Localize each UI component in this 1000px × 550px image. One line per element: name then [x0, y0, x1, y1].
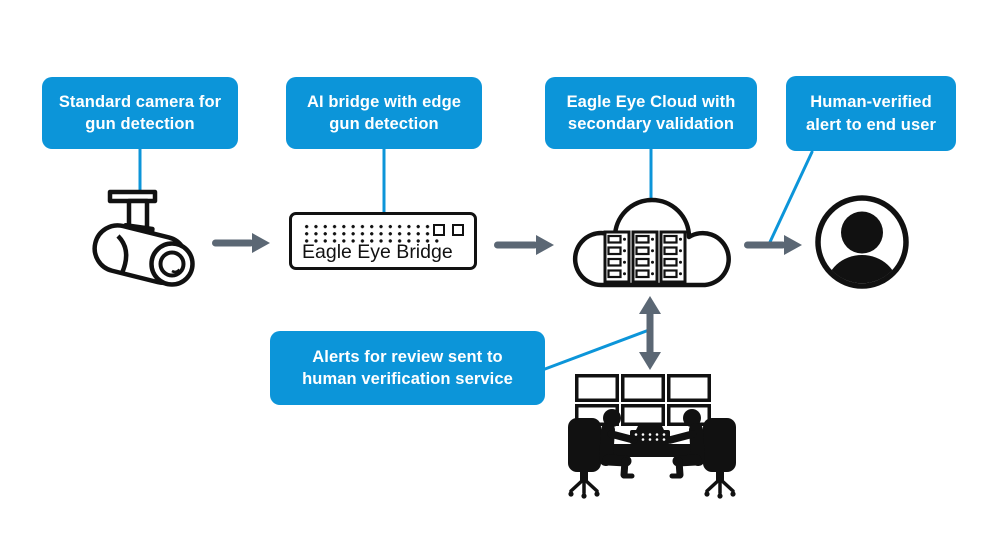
bridge-vent-dots	[302, 223, 442, 244]
bridge-port-icon	[433, 224, 445, 236]
cloud-servers-icon	[572, 197, 731, 288]
monitoring-team-icon	[568, 374, 736, 499]
bridge-device-label: Eagle Eye Bridge	[302, 241, 453, 263]
label-alerts-for-review: Alerts for review sent to human verifica…	[270, 331, 545, 405]
arrow-camera-to-bridge-icon	[212, 233, 270, 253]
bridge-port-icon	[452, 224, 464, 236]
bridge-device-icon: Eagle Eye Bridge	[289, 212, 477, 270]
label-ai-bridge: AI bridge with edge gun detection	[286, 77, 482, 149]
user-silhouette	[826, 211, 898, 284]
label-eagle-eye-cloud: Eagle Eye Cloud with secondary validatio…	[545, 77, 757, 149]
server-racks	[603, 230, 687, 284]
arrow-cloud-to-user-icon	[744, 235, 802, 255]
label-human-verified-alert: Human-verified alert to end user	[786, 76, 956, 151]
security-camera-icon	[92, 189, 195, 287]
label-standard-camera: Standard camera for gun detection	[42, 77, 238, 149]
operator-left	[568, 409, 638, 499]
connector-user-line	[768, 150, 814, 244]
flow-arrows	[212, 233, 802, 370]
connector-review-line	[543, 328, 651, 371]
monitor-wall	[575, 374, 711, 426]
arrow-bridge-to-cloud-icon	[494, 235, 554, 255]
label-connector-lines	[138, 147, 814, 371]
operator-right	[666, 409, 736, 499]
arrow-cloud-monitoring-bidirectional-icon	[639, 296, 661, 370]
end-user-icon	[815, 195, 909, 289]
